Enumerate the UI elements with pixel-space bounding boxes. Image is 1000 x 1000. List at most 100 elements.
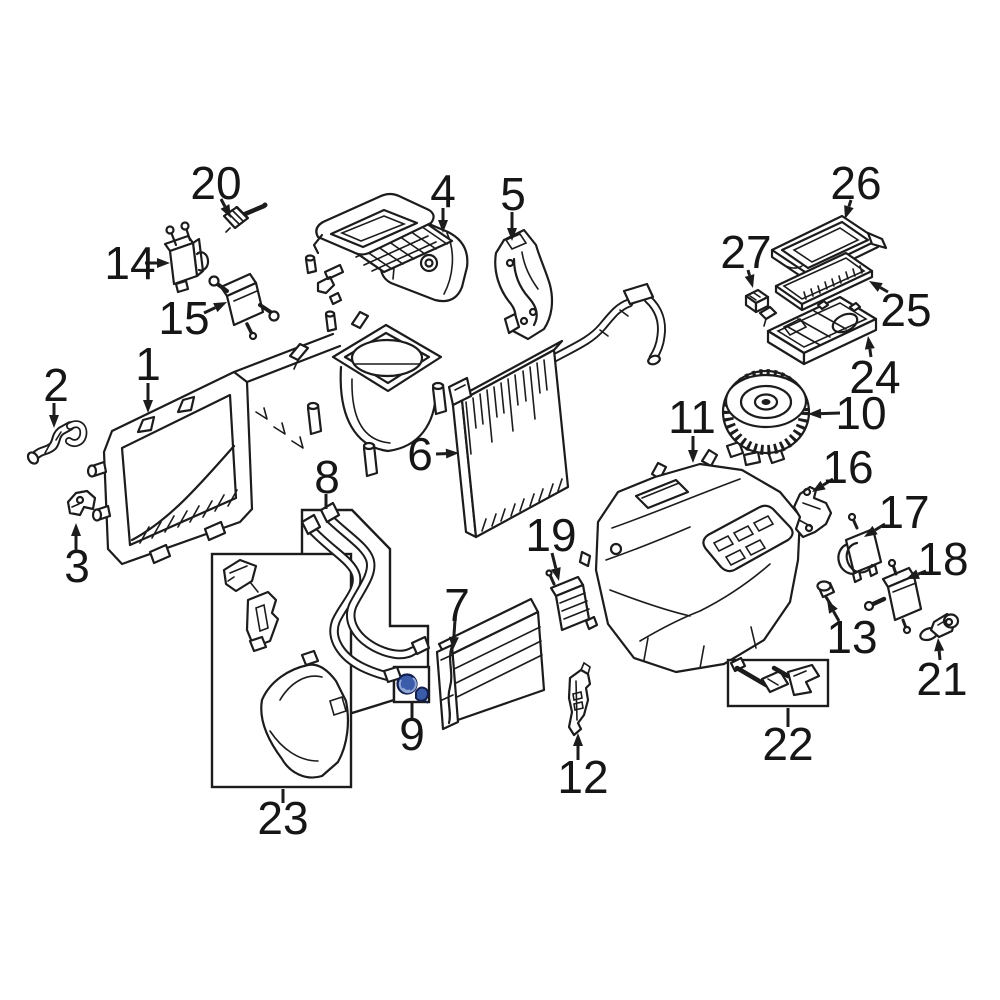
callout-number: 19 [525, 509, 576, 561]
callout-number: 8 [314, 451, 340, 503]
callout-number: 16 [822, 441, 873, 493]
callout-number: 24 [849, 351, 900, 403]
callout-8: 8 [314, 451, 340, 509]
part-11-hvac-case [578, 448, 802, 674]
callout-12: 12 [557, 733, 609, 803]
callout-16: 16 [812, 441, 874, 493]
callout-arrowhead [507, 228, 517, 241]
callout-arrowhead [906, 569, 920, 579]
callout-17: 17 [864, 486, 930, 538]
callout-7: 7 [444, 579, 470, 650]
part-2-hose [26, 420, 88, 465]
callout-leader-line [832, 610, 841, 622]
callout-number: 14 [104, 237, 155, 289]
part-1-housing [86, 310, 448, 566]
callout-6: 6 [407, 428, 459, 480]
callout-number: 6 [407, 428, 433, 480]
callout-arrowhead [438, 220, 448, 233]
callout-25: 25 [869, 281, 932, 336]
part-17-actuator [837, 512, 883, 584]
callout-number: 20 [190, 157, 241, 209]
callout-23: 23 [257, 789, 309, 844]
callout-number: 18 [917, 533, 968, 585]
callout-3: 3 [64, 523, 90, 592]
callout-leader-line [820, 411, 841, 416]
callout-arrowhead [844, 205, 854, 219]
callout-leader-line [879, 286, 889, 294]
callout-arrowhead [220, 204, 231, 218]
callout-number: 27 [720, 226, 771, 278]
callout-number: 1 [135, 338, 161, 390]
part-16-bracket [792, 485, 833, 539]
callout-20: 20 [190, 157, 242, 218]
callout-arrowhead [213, 302, 227, 313]
part-23-brackets [222, 558, 350, 779]
callout-number: 3 [64, 540, 90, 592]
callout-18: 18 [906, 533, 969, 585]
callout-19: 19 [525, 509, 577, 581]
callout-number: 11 [668, 391, 716, 443]
callout-arrowhead [157, 258, 170, 268]
callout-number: 15 [158, 292, 209, 344]
part-3-clip [66, 489, 97, 517]
callout-number: 17 [878, 486, 929, 538]
callout-leader-line [874, 522, 886, 532]
part-21-sensor [919, 612, 960, 642]
callout-number: 9 [399, 708, 425, 760]
callout-10: 10 [808, 387, 887, 439]
callout-13: 13 [826, 600, 878, 663]
callout-arrowhead [934, 638, 945, 652]
callout-number: 2 [43, 359, 69, 411]
callout-arrowhead [573, 733, 583, 746]
part-4-intake-duct [304, 192, 469, 306]
part-14-actuator [163, 221, 210, 294]
part-15-actuator [208, 272, 280, 341]
callout-4: 4 [430, 165, 456, 233]
callout-arrowhead [688, 450, 698, 463]
callout-arrowhead [812, 480, 826, 492]
callout-number: 10 [835, 387, 886, 439]
callout-14: 14 [104, 237, 170, 289]
part-27-clip [744, 288, 770, 314]
callout-arrowhead [864, 336, 875, 350]
callout-leader-line [917, 569, 927, 576]
callout-arrowhead [550, 567, 561, 581]
callout-arrowhead [869, 281, 883, 292]
callout-arrowhead [143, 400, 153, 413]
part-5-bracket [494, 228, 554, 341]
callout-24: 24 [849, 336, 901, 403]
callout-arrowhead [448, 636, 459, 650]
callout-leader-line [937, 650, 942, 661]
part-8-hoses [300, 501, 431, 684]
callout-arrowhead [445, 448, 459, 459]
callout-number: 22 [762, 718, 813, 770]
callout-arrowhead [864, 525, 878, 537]
callout-leader-line [868, 348, 873, 358]
callout-number: 21 [916, 653, 967, 705]
callout-2: 2 [43, 359, 69, 428]
part-9-grommet [396, 673, 429, 704]
part-7-heater-core [435, 597, 546, 731]
callout-number: 5 [500, 168, 526, 220]
part-22-clips [729, 656, 821, 697]
callout-leader-line [847, 199, 853, 208]
callout-number: 7 [444, 579, 470, 631]
callout-5: 5 [500, 168, 526, 241]
callout-arrowhead [49, 415, 59, 428]
part-19-module [545, 569, 599, 632]
callout-arrowhead [744, 274, 755, 288]
callout-leader-line [822, 477, 834, 487]
part-25-filter [774, 251, 874, 312]
part-24-filter-housing [758, 295, 878, 366]
callout-number: 4 [430, 165, 456, 217]
part-13-screw [816, 580, 836, 607]
callout-9: 9 [399, 703, 425, 760]
callout-number: 26 [830, 157, 881, 209]
callout-number: 25 [880, 284, 931, 336]
part-10-blower-wheel [721, 369, 811, 467]
callout-arrowhead [71, 523, 81, 536]
callout-number: 13 [826, 611, 877, 663]
part-6-evaporator [447, 282, 666, 539]
